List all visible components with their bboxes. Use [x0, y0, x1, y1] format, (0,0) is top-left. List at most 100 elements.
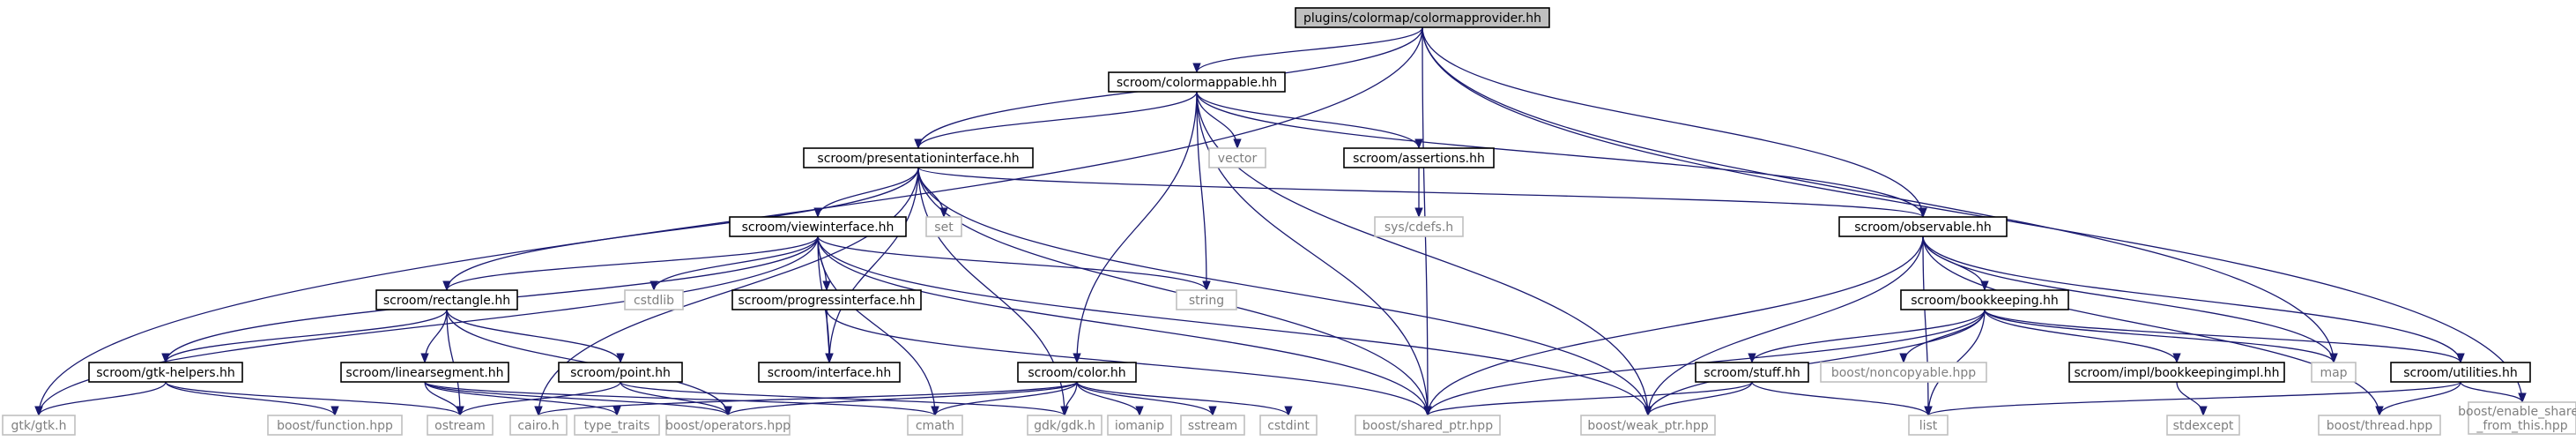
node-colormappable[interactable]: scroom/colormappable.hh — [1108, 71, 1286, 93]
node-box-noncopyable — [1820, 362, 1987, 383]
edge-color-to-cstdint — [1076, 381, 1293, 417]
node-cdefs: sys/cdefs.h — [1374, 216, 1464, 237]
node-cairo: cairo.h — [509, 415, 568, 436]
node-box-list — [1908, 415, 1949, 436]
node-label-cstdlib: cstdlib — [634, 294, 674, 308]
node-label-set: set — [934, 220, 954, 235]
edge-bookkeeping-to-utilities — [1984, 309, 2465, 364]
node-label-list: list — [1919, 419, 1938, 433]
node-label-root: plugins/colormap/colormapprovider.hh — [1303, 11, 1541, 26]
node-label-cairo: cairo.h — [517, 419, 559, 433]
edge-rectangle-to-gtkhelpers — [161, 309, 448, 364]
node-gtkhelpers[interactable]: scroom/gtk-helpers.hh — [88, 362, 243, 383]
edge-color-to-cmath — [931, 381, 1078, 417]
node-label-observable: scroom/observable.hh — [1854, 220, 1992, 235]
edge-bookkeeping-to-weakptr — [1644, 309, 1986, 417]
node-label-presentationinterface: scroom/presentationinterface.hh — [817, 152, 1019, 166]
node-box-presentationinterface — [803, 147, 1034, 168]
edge-progressinterface-to-interface — [825, 309, 834, 364]
node-label-colormappable: scroom/colormappable.hh — [1117, 76, 1277, 90]
edge-point-to-gdk — [620, 381, 1069, 417]
node-box-ostream — [427, 415, 494, 436]
node-thread: boost/thread.hpp — [2318, 415, 2441, 436]
edge-colormappable-to-observable — [1196, 91, 1927, 219]
edge-gtkhelpers-to-ostream — [165, 381, 464, 417]
node-label-color: scroom/color.hh — [1028, 366, 1125, 380]
node-map: map — [2311, 362, 2357, 383]
node-cstdint: cstdint — [1259, 415, 1318, 436]
edge-bookkeeping-to-noncopyable — [1899, 309, 1986, 364]
node-box-cstdint — [1259, 415, 1318, 436]
node-rectangle[interactable]: scroom/rectangle.hh — [375, 289, 518, 310]
node-vector: vector — [1208, 147, 1266, 168]
node-label-stdexcept: stdexcept — [2173, 419, 2234, 433]
node-progressinterface[interactable]: scroom/progressinterface.hh — [731, 289, 922, 310]
node-viewinterface[interactable]: scroom/viewinterface.hh — [729, 216, 907, 237]
node-gtk: gtk/gtk.h — [2, 415, 76, 436]
node-label-bookkeeping: scroom/bookkeeping.hh — [1911, 294, 2059, 308]
edge-colormappable-to-weakptr — [1196, 91, 1652, 417]
node-box-sharedptr — [1355, 415, 1501, 436]
edge-root-to-colormappable — [1192, 26, 1423, 74]
node-bookkeeping[interactable]: scroom/bookkeeping.hh — [1900, 289, 2069, 310]
edge-point-to-ostream — [456, 381, 621, 417]
node-box-gdk — [1027, 415, 1102, 436]
edge-viewinterface-to-cmath — [817, 235, 939, 417]
edge-observable-to-list — [1922, 235, 1933, 417]
node-box-utilities — [2390, 362, 2531, 383]
node-label-utilities: scroom/utilities.hh — [2403, 366, 2517, 380]
node-box-sstream — [1180, 415, 1245, 436]
edge-root-to-map — [1422, 26, 2338, 364]
edge-color-to-iomanip — [1076, 381, 1144, 417]
node-box-stdexcept — [2166, 415, 2240, 436]
node-label-weakptr: boost/weak_ptr.hpp — [1587, 419, 1708, 433]
edge-utilities-to-enableshared — [2460, 381, 2527, 404]
node-color[interactable]: scroom/color.hh — [1017, 362, 1137, 383]
node-cmath: cmath — [907, 415, 963, 436]
node-box-map — [2311, 362, 2357, 383]
node-label-rectangle: scroom/rectangle.hh — [383, 294, 510, 308]
node-assertions[interactable]: scroom/assertions.hh — [1343, 147, 1495, 168]
node-box-observable — [1838, 216, 2008, 237]
edge-color-to-gdk — [1060, 381, 1078, 417]
node-label-assertions: scroom/assertions.hh — [1353, 152, 1485, 166]
edge-stuff-to-list — [1751, 381, 1933, 417]
edge-stuff-to-sharedptr — [1423, 381, 1753, 417]
node-weakptr: boost/weak_ptr.hpp — [1580, 415, 1716, 436]
edge-presentationinterface-to-interface — [825, 167, 919, 364]
node-box-cstdlib — [624, 289, 684, 310]
node-linearsegment[interactable]: scroom/linearsegment.hh — [340, 362, 509, 383]
node-label-gtk: gtk/gtk.h — [11, 419, 66, 433]
node-box-cdefs — [1374, 216, 1464, 237]
node-label-interface: scroom/interface.hh — [768, 366, 892, 380]
node-root[interactable]: plugins/colormap/colormapprovider.hh — [1295, 7, 1550, 28]
node-box-root — [1295, 7, 1550, 28]
node-interface[interactable]: scroom/interface.hh — [758, 362, 901, 383]
node-string: string — [1176, 289, 1237, 310]
node-label-gtkhelpers: scroom/gtk-helpers.hh — [96, 366, 235, 380]
node-enableshared: boost/enable_shared_from_this.hpp — [2458, 401, 2576, 435]
node-box-linearsegment — [340, 362, 509, 383]
node-observable[interactable]: scroom/observable.hh — [1838, 216, 2008, 237]
node-label-cdefs: sys/cdefs.h — [1385, 220, 1453, 235]
node-presentationinterface[interactable]: scroom/presentationinterface.hh — [803, 147, 1034, 168]
node-point[interactable]: scroom/point.hh — [558, 362, 683, 383]
node-list: list — [1908, 415, 1949, 436]
node-box-cmath — [907, 415, 963, 436]
edge-presentationinterface-to-viewinterface — [813, 167, 919, 219]
edge-bookkeeping-to-stuff — [1748, 309, 1986, 364]
node-bookkeepingimpl[interactable]: scroom/impl/bookkeepingimpl.hh — [2068, 362, 2285, 383]
node-box-iomanip — [1107, 415, 1172, 436]
node-box-gtk — [2, 415, 76, 436]
edge-observable-to-sharedptr — [1423, 235, 1924, 417]
node-utilities[interactable]: scroom/utilities.hh — [2390, 362, 2531, 383]
node-stuff[interactable]: scroom/stuff.hh — [1695, 362, 1809, 383]
node-sstream: sstream — [1180, 415, 1245, 436]
node-sharedptr: boost/shared_ptr.hpp — [1355, 415, 1501, 436]
node-box-cairo — [509, 415, 568, 436]
edge-bookkeeping-to-bookkeepingimpl — [1984, 309, 2181, 364]
edge-presentationinterface-to-rectangle — [442, 167, 919, 292]
node-box-stuff — [1695, 362, 1809, 383]
node-label-progressinterface: scroom/progressinterface.hh — [739, 294, 916, 308]
